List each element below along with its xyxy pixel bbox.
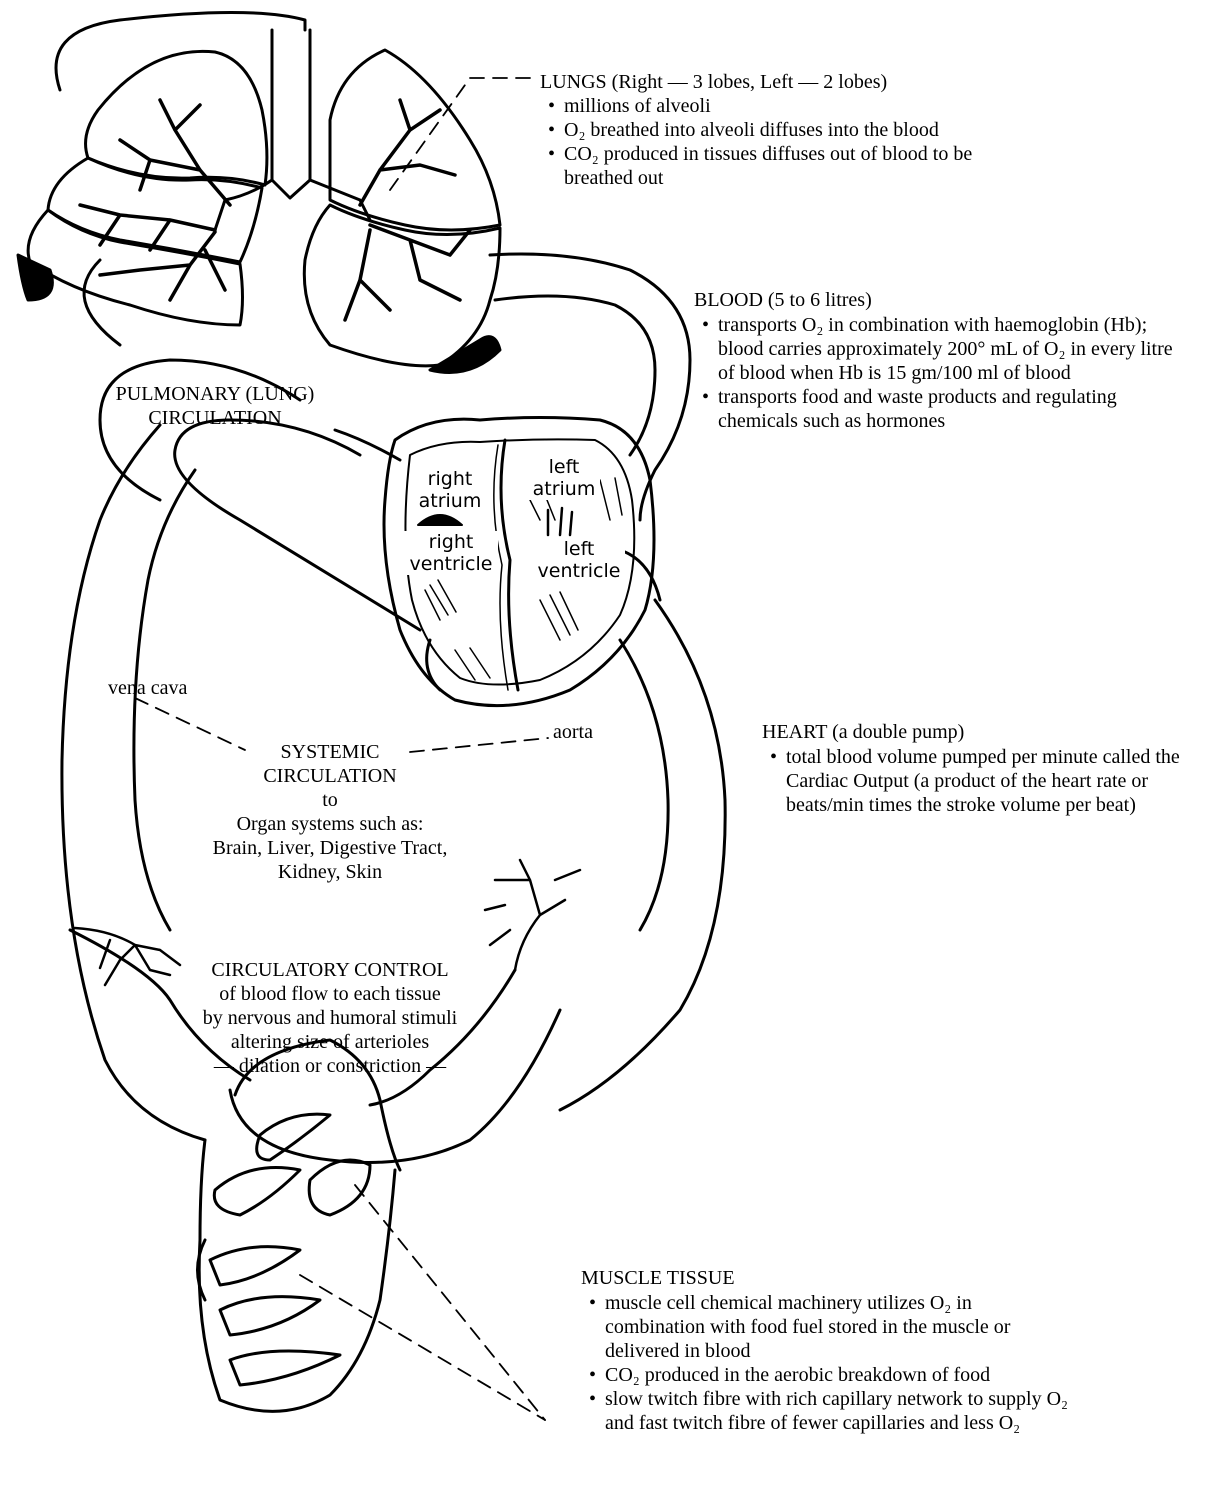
outer-loop-left: [56, 13, 305, 91]
right-lung-middle-lobe: [48, 158, 262, 262]
systemic-line: Brain, Liver, Digestive Tract,: [170, 836, 490, 860]
lungs-item: O₂ breathed into alveoli diffuses into t…: [540, 118, 1030, 142]
lungs-list: millions of alveoli O₂ breathed into alv…: [540, 94, 1030, 190]
heart-heading: HEART (a double pump): [762, 720, 964, 744]
aorta-outer: [560, 600, 725, 1110]
chamber-word: right: [411, 468, 489, 490]
septum: [501, 440, 518, 690]
systemic-line: SYSTEMIC: [170, 740, 490, 764]
chamber-word: ventricle: [533, 560, 625, 582]
heart-list: total blood volume pumped per minute cal…: [762, 745, 1217, 817]
left-ventricle-label: left ventricle: [533, 538, 625, 582]
control-line: of blood flow to each tissue: [160, 982, 500, 1006]
muscle-fibre-6: [230, 1351, 340, 1385]
muscle-drawing: [198, 1040, 401, 1411]
vena-cava-label: vena cava: [108, 676, 187, 700]
systemic-line: CIRCULATION: [170, 764, 490, 788]
left-atrium-label: left atrium: [528, 456, 600, 500]
systemic-label: SYSTEMIC CIRCULATION to Organ systems su…: [170, 740, 490, 884]
right-atrium-label: right atrium: [411, 468, 489, 512]
control-line: by nervous and humoral stimuli: [160, 1006, 500, 1030]
blood-list: transports O₂ in combination with haemog…: [694, 313, 1194, 433]
systemic-line: Kidney, Skin: [170, 860, 490, 884]
control-label: CIRCULATORY CONTROL of blood flow to eac…: [160, 958, 500, 1078]
systemic-line: Organ systems such as:: [170, 812, 490, 836]
control-line: CIRCULATORY CONTROL: [160, 958, 500, 982]
left-lung-edge: [430, 337, 500, 373]
control-line: altering size of arterioles: [160, 1030, 500, 1054]
blood-item: transports food and waste products and r…: [694, 385, 1194, 433]
aorta-label: aorta: [553, 720, 593, 744]
chamber-word: atrium: [411, 490, 489, 512]
chamber-word: right: [404, 531, 498, 553]
right-valve: [418, 515, 462, 525]
muscle-item: CO₂ produced in the aerobic breakdown of…: [581, 1363, 1071, 1387]
chamber-word: left: [528, 456, 600, 478]
control-line: — dilation or constriction —: [160, 1054, 500, 1078]
pulmonary-vein-inner: [495, 296, 655, 455]
muscle-fibre-2: [214, 1168, 300, 1216]
chamber-word: left: [533, 538, 625, 560]
muscle-heading: MUSCLE TISSUE: [581, 1266, 735, 1290]
lungs-leader: [390, 78, 530, 190]
lungs-item: millions of alveoli: [540, 94, 1030, 118]
systemic-line: to: [170, 788, 490, 812]
pulmonary-line: CIRCULATION: [70, 406, 360, 430]
arteriole-right: [485, 860, 580, 970]
pulmonary-line: PULMONARY (LUNG): [70, 382, 360, 406]
lungs-heading: LUNGS (Right — 3 lobes, Left — 2 lobes): [540, 70, 887, 94]
lungs-item: CO₂ produced in tissues diffuses out of …: [540, 142, 1030, 190]
muscle-fibre-3: [309, 1160, 370, 1215]
heart-item: total blood volume pumped per minute cal…: [762, 745, 1217, 817]
muscle-item: muscle cell chemical machinery utilizes …: [581, 1291, 1071, 1363]
muscle-list: muscle cell chemical machinery utilizes …: [581, 1291, 1071, 1435]
trachea: [272, 30, 310, 180]
muscle-leader-2: [300, 1275, 545, 1420]
chamber-word: ventricle: [404, 553, 498, 575]
blood-item: transports O₂ in combination with haemog…: [694, 313, 1194, 385]
chamber-word: atrium: [528, 478, 600, 500]
bronchial-tree-right: [80, 100, 230, 300]
bronchi: [215, 180, 370, 230]
right-ventricle-label: right ventricle: [404, 531, 498, 575]
muscle-leader-1: [355, 1185, 545, 1420]
aorta-inner: [620, 640, 668, 930]
pulmonary-label: PULMONARY (LUNG) CIRCULATION: [70, 382, 360, 430]
muscle-fibre-4: [210, 1247, 300, 1285]
left-lung-upper-lobe: [330, 50, 500, 230]
blood-heading: BLOOD (5 to 6 litres): [694, 288, 872, 312]
muscle-fibre-5: [220, 1297, 320, 1335]
lungs-drawing: [18, 30, 500, 373]
muscle-item: slow twitch fibre with rich capillary ne…: [581, 1387, 1071, 1435]
right-lung-edge: [18, 255, 52, 300]
pulmonary-artery-outer: [100, 360, 300, 500]
